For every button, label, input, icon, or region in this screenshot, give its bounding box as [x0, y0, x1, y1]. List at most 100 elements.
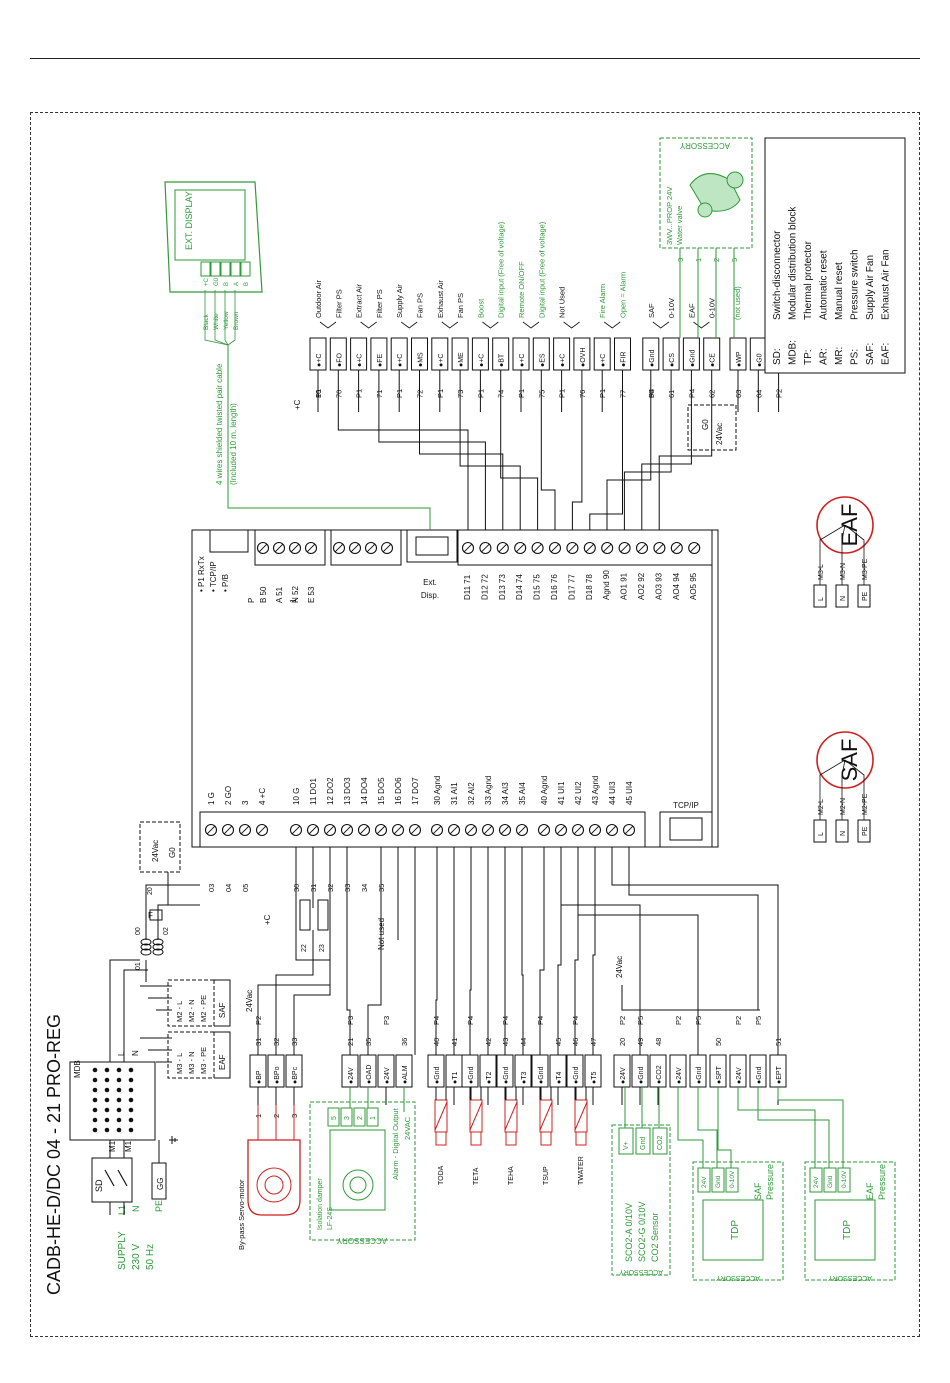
- mdb-fan-row: M3 - PE: [199, 1047, 208, 1074]
- brace: [693, 321, 710, 329]
- mdb-dot: [104, 1087, 110, 1093]
- tdp-sub: Pressure: [877, 1164, 887, 1200]
- screw-slot: [206, 825, 216, 835]
- wire: [227, 290, 236, 346]
- bottom-terminal-p: P2: [734, 1016, 743, 1025]
- wire: [844, 524, 865, 585]
- tcp-port: [659, 811, 713, 848]
- tdp-wire: [737, 1087, 816, 1168]
- controller-led: [209, 529, 249, 553]
- screw-slot: [290, 543, 300, 553]
- co2-pin: Gnd: [640, 1137, 647, 1150]
- signal-wire: [658, 412, 713, 530]
- co2-line3: CO2 Sensor: [650, 1212, 660, 1262]
- bottom-terminal-label: ●Gnd: [638, 1066, 645, 1084]
- wire: [224, 290, 229, 346]
- fan-terminal: [813, 584, 827, 608]
- co2-line1: SCO2-A 0/10V: [624, 1203, 634, 1262]
- legend-text: Automatic reset: [819, 250, 830, 320]
- signal-wire: [589, 412, 623, 530]
- damper-acc: ACCESSORY: [336, 1236, 387, 1245]
- top-terminal-label: ●+C: [357, 354, 364, 367]
- top-terminal-desc: Filter PS: [375, 289, 384, 318]
- mdb-fan-tag: [213, 979, 231, 1027]
- top-terminal-label: ●CS: [669, 353, 676, 367]
- signal-wire: [606, 412, 652, 530]
- legend-text: Exhaust Air Fan: [881, 249, 892, 320]
- ext-label: Ext.: [423, 578, 437, 587]
- mdb-box: [69, 1061, 156, 1141]
- mdb-dot: [128, 1067, 134, 1073]
- fan-wire-label: M2-PE: [862, 793, 869, 815]
- wire: [540, 1132, 552, 1146]
- coil: [140, 948, 152, 956]
- mdb-dot: [116, 1067, 122, 1073]
- bottom-terminal-label: ●OAD: [366, 1065, 373, 1084]
- screw-slot: [359, 825, 369, 835]
- right-term-label: AO2 92: [637, 572, 646, 600]
- top-terminal-label: ●Gnd: [689, 349, 696, 367]
- top-terminal-label: ●CE: [710, 353, 717, 367]
- top-terminal-desc: Extract Air: [355, 283, 364, 318]
- legend-text: Switch-disconnector: [772, 230, 783, 320]
- tdp-box: [692, 1161, 784, 1281]
- mdb-dot: [92, 1097, 98, 1103]
- tdp-acc: ACCESSORY: [716, 1274, 760, 1281]
- wire-num: 22: [301, 944, 308, 952]
- sd-label: SD: [94, 1179, 104, 1192]
- bottom-terminal-label: ●BPc: [292, 1066, 299, 1084]
- bottom-terminal-label: ●Gnd: [468, 1066, 475, 1084]
- wire: [145, 884, 200, 940]
- left-term-label: 41 UI1: [557, 781, 566, 805]
- screw-slot: [550, 543, 560, 553]
- sensor-label: TEHA: [508, 1166, 515, 1185]
- fan-name: SAF: [837, 739, 862, 782]
- screw-slot: [483, 825, 493, 835]
- top-terminal-desc: EAF: [687, 303, 696, 318]
- bottom-terminal-label: ●24V: [736, 1067, 743, 1084]
- top-terminal-label: ●OVH: [580, 348, 587, 367]
- screw-slot: [590, 825, 600, 835]
- screw-slot: [690, 543, 699, 553]
- screw-slot: [257, 825, 267, 835]
- wire-num: 00: [135, 927, 142, 935]
- wire: [469, 1101, 483, 1131]
- tdp-box: [804, 1161, 896, 1281]
- brace: [563, 321, 580, 329]
- ext-terminal-label: B: [224, 282, 230, 286]
- left-term-label: 45 UI4: [625, 781, 634, 805]
- legend-abbr: MDB:: [788, 340, 799, 365]
- mdb-dot: [92, 1067, 98, 1073]
- mdb-dot: [128, 1077, 134, 1083]
- bottom-terminal-label: ●CO2: [656, 1065, 663, 1084]
- left-terminal-block: [199, 811, 646, 848]
- screw-slot: [350, 543, 360, 553]
- wire-color: Yellow: [223, 311, 230, 330]
- tdp-pin-box: [697, 1167, 711, 1193]
- screw-slot: [463, 543, 473, 553]
- supply-g0-label: G0: [168, 847, 177, 858]
- tdp-label: TDP: [730, 1220, 741, 1240]
- mdb-dot: [128, 1087, 134, 1093]
- screw-slot: [449, 825, 459, 835]
- right-term-label: D16 76: [550, 574, 559, 600]
- bus-side: P: [247, 598, 256, 603]
- right-term-label: D11 71: [463, 574, 472, 600]
- right-term-label: D17 77: [567, 574, 576, 600]
- mdb-dot: [104, 1107, 110, 1113]
- legend-abbr: SD:: [772, 348, 783, 365]
- wire: [470, 1132, 482, 1146]
- left-term-label: 13 DO3: [343, 777, 352, 805]
- top-g0-label: G0: [701, 419, 710, 430]
- ext-port-socket: [415, 536, 449, 556]
- mdb-dot: [116, 1077, 122, 1083]
- left-wire-num: 04: [224, 884, 233, 892]
- left-term-label: 16 DO6: [394, 777, 403, 805]
- sensor-wire: [435, 847, 438, 1055]
- mdb-dot: [92, 1077, 98, 1083]
- signal-wire: [540, 412, 556, 530]
